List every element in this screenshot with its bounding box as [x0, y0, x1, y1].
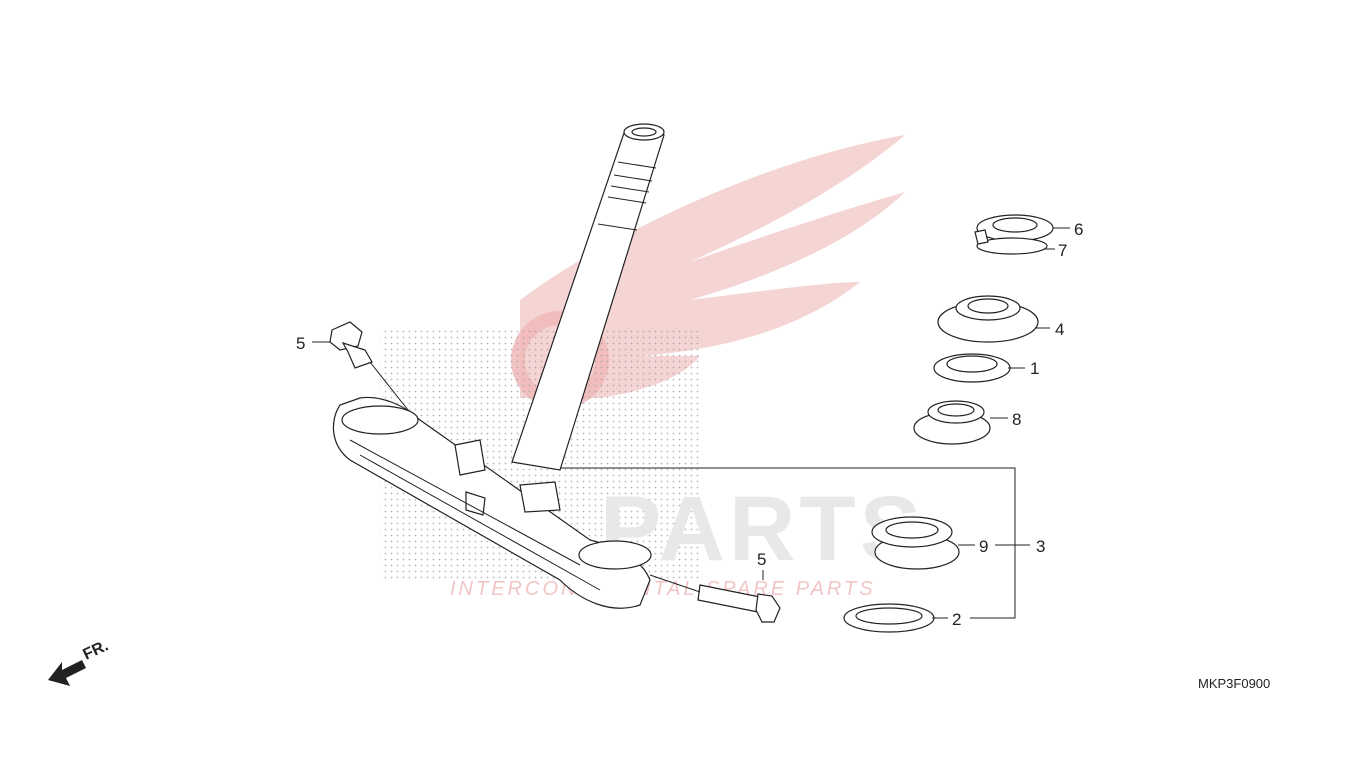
front-label: FR.	[81, 637, 112, 663]
lock-nut[interactable]	[976, 214, 1054, 242]
diagram-code: MKP3F0900	[1198, 676, 1270, 691]
callout-9[interactable]: 9	[979, 537, 988, 556]
front-indicator: FR.	[48, 637, 111, 686]
front-arrow-icon	[48, 660, 86, 686]
callout-6[interactable]: 6	[1074, 220, 1083, 239]
callout-5-upper[interactable]: 5	[296, 334, 305, 353]
callout-7[interactable]: 7	[1058, 241, 1067, 260]
dust-seal[interactable]	[933, 353, 1011, 383]
callout-5-lower[interactable]: 5	[757, 550, 766, 569]
callout-4[interactable]: 4	[1055, 320, 1064, 339]
bridge-right-clamp	[578, 540, 652, 570]
lock-washer[interactable]	[974, 229, 1048, 255]
lower-bearing[interactable]	[871, 516, 960, 570]
bolt-upper[interactable]	[329, 321, 409, 411]
callout-2[interactable]: 2	[952, 610, 961, 629]
lower-dust-seal[interactable]	[843, 603, 935, 633]
bolt-lower[interactable]	[649, 574, 781, 623]
watermark: PARTS INTERCONTINENTAL SPARE PARTS	[380, 135, 925, 600]
watermark-tagline: INTERCONTINENTAL SPARE PARTS	[450, 578, 876, 600]
watermark-main-text: PARTS	[600, 478, 925, 580]
bridge-left-clamp	[341, 405, 419, 435]
upper-bearing[interactable]	[913, 400, 991, 445]
leader-lines	[312, 227, 1070, 619]
callout-3[interactable]: 3	[1036, 537, 1045, 556]
steering-stem-assembly[interactable]	[332, 123, 665, 609]
callout-1[interactable]: 1	[1030, 359, 1039, 378]
bottom-bridge	[332, 396, 651, 609]
callout-8[interactable]: 8	[1012, 410, 1021, 429]
callouts: 6 7 4 1 8 9 3 2 5 5	[296, 220, 1083, 629]
adjusting-nut[interactable]	[937, 295, 1039, 343]
